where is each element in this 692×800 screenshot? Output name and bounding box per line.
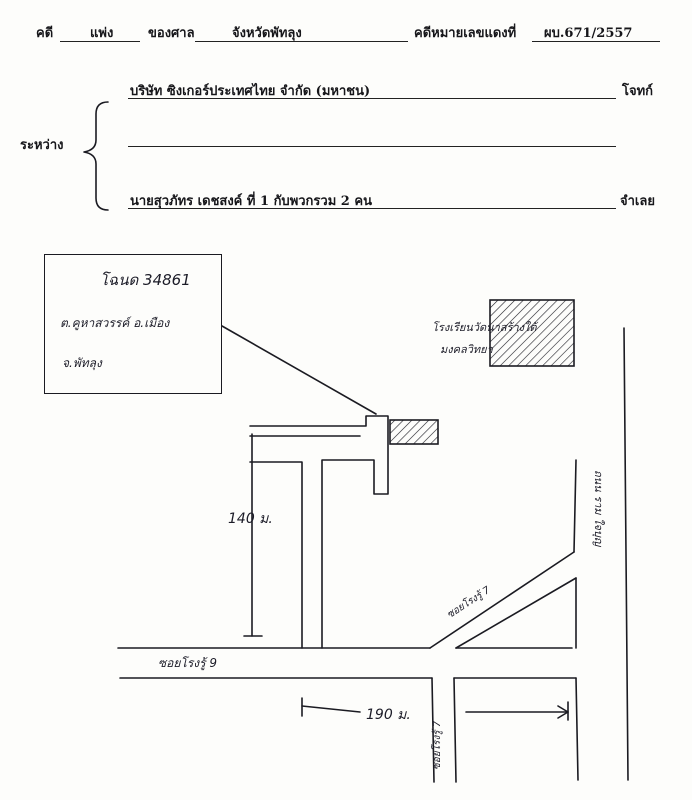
- case-label: คดี: [36, 26, 54, 41]
- deed-number: โฉนด 34861: [100, 271, 191, 289]
- red-case-number: ผบ.671/2557: [544, 26, 633, 41]
- plaintiff-name: บริษัท ซิงเกอร์ประเทศไทย จำกัด (มหาชน): [130, 84, 371, 99]
- plaintiff-role: โจทก์: [622, 84, 654, 99]
- distance-horizontal-label: 190 ม.: [366, 707, 411, 723]
- access-lane: [249, 415, 389, 649]
- court-label: ของศาล: [148, 26, 195, 41]
- deed-subdistrict: ต.คูหาสวรรค์ อ.เมือง: [60, 316, 170, 330]
- soi-7-south-label: ซอยโรงรู้ 7: [432, 720, 443, 770]
- main-road-west-edge: [573, 459, 577, 553]
- red-case-number-label: คดีหมายเลขแดงที่: [414, 26, 517, 41]
- distance-vertical-label: 140 ม.: [228, 511, 273, 527]
- defendant-role: จำเลย: [620, 194, 655, 209]
- access-lane-left: [249, 435, 361, 649]
- deed-province: จ.พัทลุง: [62, 356, 102, 370]
- plaintiff-underline: [128, 98, 616, 99]
- party-brace: [83, 101, 109, 211]
- main-road-east-edge: [623, 327, 629, 781]
- court-name: จังหวัดพัทลุง: [232, 26, 302, 41]
- red-case-number-underline: [532, 41, 660, 42]
- deed-info-box: [44, 254, 222, 394]
- main-road-label: ถนน ราม ใจบุญ: [592, 470, 605, 547]
- distance-horizontal-left: [301, 705, 361, 713]
- soi-7-south-right: [453, 677, 457, 783]
- defendant-name: นายสุวภัทร เดชสงค์ ที่ 1 กับพวกรวม 2 คน: [130, 194, 372, 209]
- soi-7-diagonal-south: [455, 577, 577, 649]
- school-plot: [489, 299, 575, 367]
- soi-7-diagonal-north: [429, 551, 575, 649]
- soi-7-south-left: [431, 677, 435, 783]
- defendant-underline: [128, 208, 616, 209]
- court-name-underline: [195, 41, 408, 42]
- school-label-line1: โรงเรียนวัดนาสร้างใต้: [432, 321, 537, 334]
- pointer-line: [221, 325, 377, 415]
- blank-party-line: [128, 146, 616, 147]
- case-type-underline: [60, 41, 140, 42]
- soi-9-label: ซอยโรงรู้ 9: [158, 656, 218, 670]
- between-label: ระหว่าง: [20, 138, 64, 153]
- case-type: แพ่ง: [90, 26, 114, 41]
- school-label-line2: มงคลวิทยา: [440, 343, 493, 356]
- target-plot: [389, 419, 439, 445]
